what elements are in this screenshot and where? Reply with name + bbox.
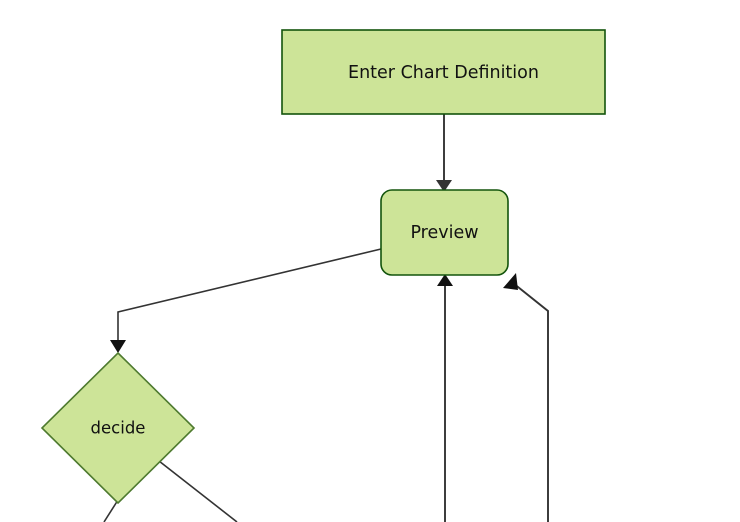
node-enter-chart-definition-label: Enter Chart Definition	[348, 63, 539, 83]
edge-bottom-center-to-preview-arrowhead	[437, 274, 453, 286]
node-preview-shape[interactable]	[380, 189, 509, 276]
node-enter-chart-definition-shape[interactable]	[281, 29, 606, 115]
node-decide-label: decide	[91, 419, 146, 438]
node-enter-chart-definition[interactable]: Enter Chart Definition	[281, 29, 606, 115]
edge-enter-to-preview-arrowhead	[436, 180, 452, 192]
node-preview-label: Preview	[410, 223, 478, 243]
edge-decide-bottom-left	[103, 499, 119, 522]
edge-decide-bottom-right-line	[158, 460, 238, 522]
node-decide[interactable]: decide	[40, 351, 196, 505]
edge-preview-to-decide-line	[117, 248, 382, 341]
edge-preview-to-decide	[110, 248, 382, 353]
edge-enter-to-preview	[436, 114, 452, 192]
edge-preview-to-decide-arrowhead	[110, 340, 126, 353]
edge-bottom-right-to-preview	[503, 273, 549, 522]
edge-decide-bottom-right	[158, 460, 238, 522]
node-preview[interactable]: Preview	[380, 189, 509, 276]
edge-bottom-right-to-preview-line	[512, 282, 549, 522]
edge-bottom-center-to-preview	[437, 274, 453, 522]
edge-bottom-right-to-preview-arrowhead	[503, 273, 518, 290]
node-decide-shape[interactable]	[40, 351, 196, 505]
edge-decide-bottom-left-line	[103, 499, 119, 522]
